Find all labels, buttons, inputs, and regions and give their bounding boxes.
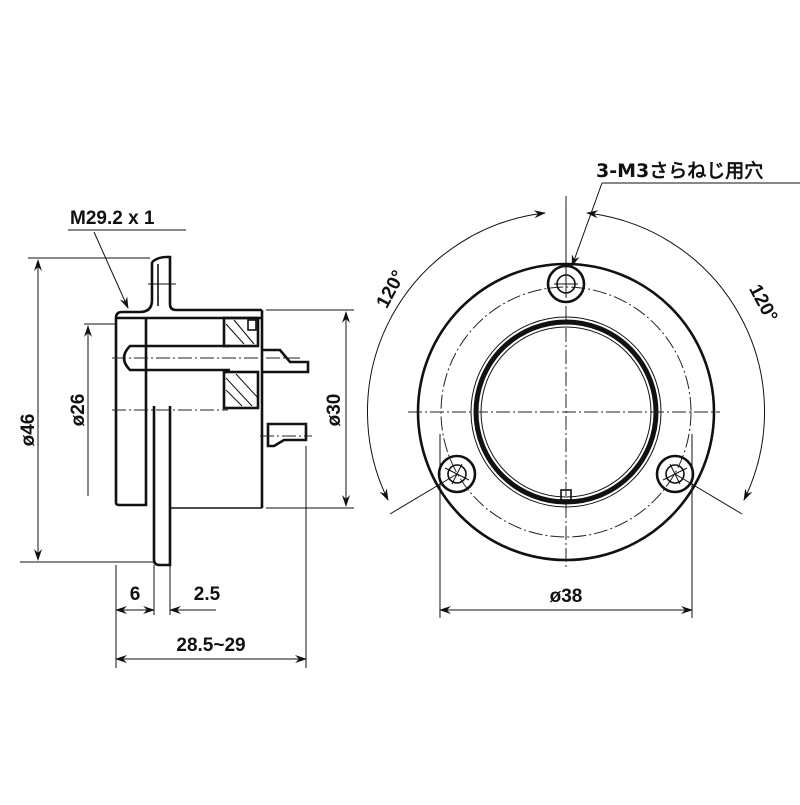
dim-thread-length-label: 6	[130, 584, 141, 605]
dim-thread-dia-label: ø26	[68, 394, 89, 427]
angle-right-label: 120°	[744, 281, 781, 326]
hole-callout-label: 3-M3さらねじ用穴	[596, 159, 763, 182]
angle-left-label: 120°	[373, 267, 410, 312]
solder-tail-upper	[262, 348, 310, 374]
dim-bolt-circle-label: ø38	[550, 586, 583, 607]
front-view: 3-M3さらねじ用穴 120° 120° ø38	[366, 159, 800, 618]
dim-flange-thickness-label: 2.5	[194, 584, 221, 605]
insert-section	[222, 316, 260, 410]
dim-body-dia-label: ø30	[324, 394, 345, 427]
angle-arc-left	[366, 210, 546, 501]
angle-arc-right	[586, 210, 766, 501]
flange-outline-upper	[114, 262, 154, 497]
dim-outer-dia-label: ø46	[18, 414, 39, 447]
flange-top	[151, 255, 262, 312]
thread-callout-label: M29.2 x 1	[70, 208, 155, 229]
side-view: M29.2 x 1 ø46 ø26 ø30 6 2.5 28.5~29	[18, 208, 354, 668]
dim-overall-length-label: 28.5~29	[176, 635, 245, 656]
solder-tail-lower	[266, 422, 308, 448]
